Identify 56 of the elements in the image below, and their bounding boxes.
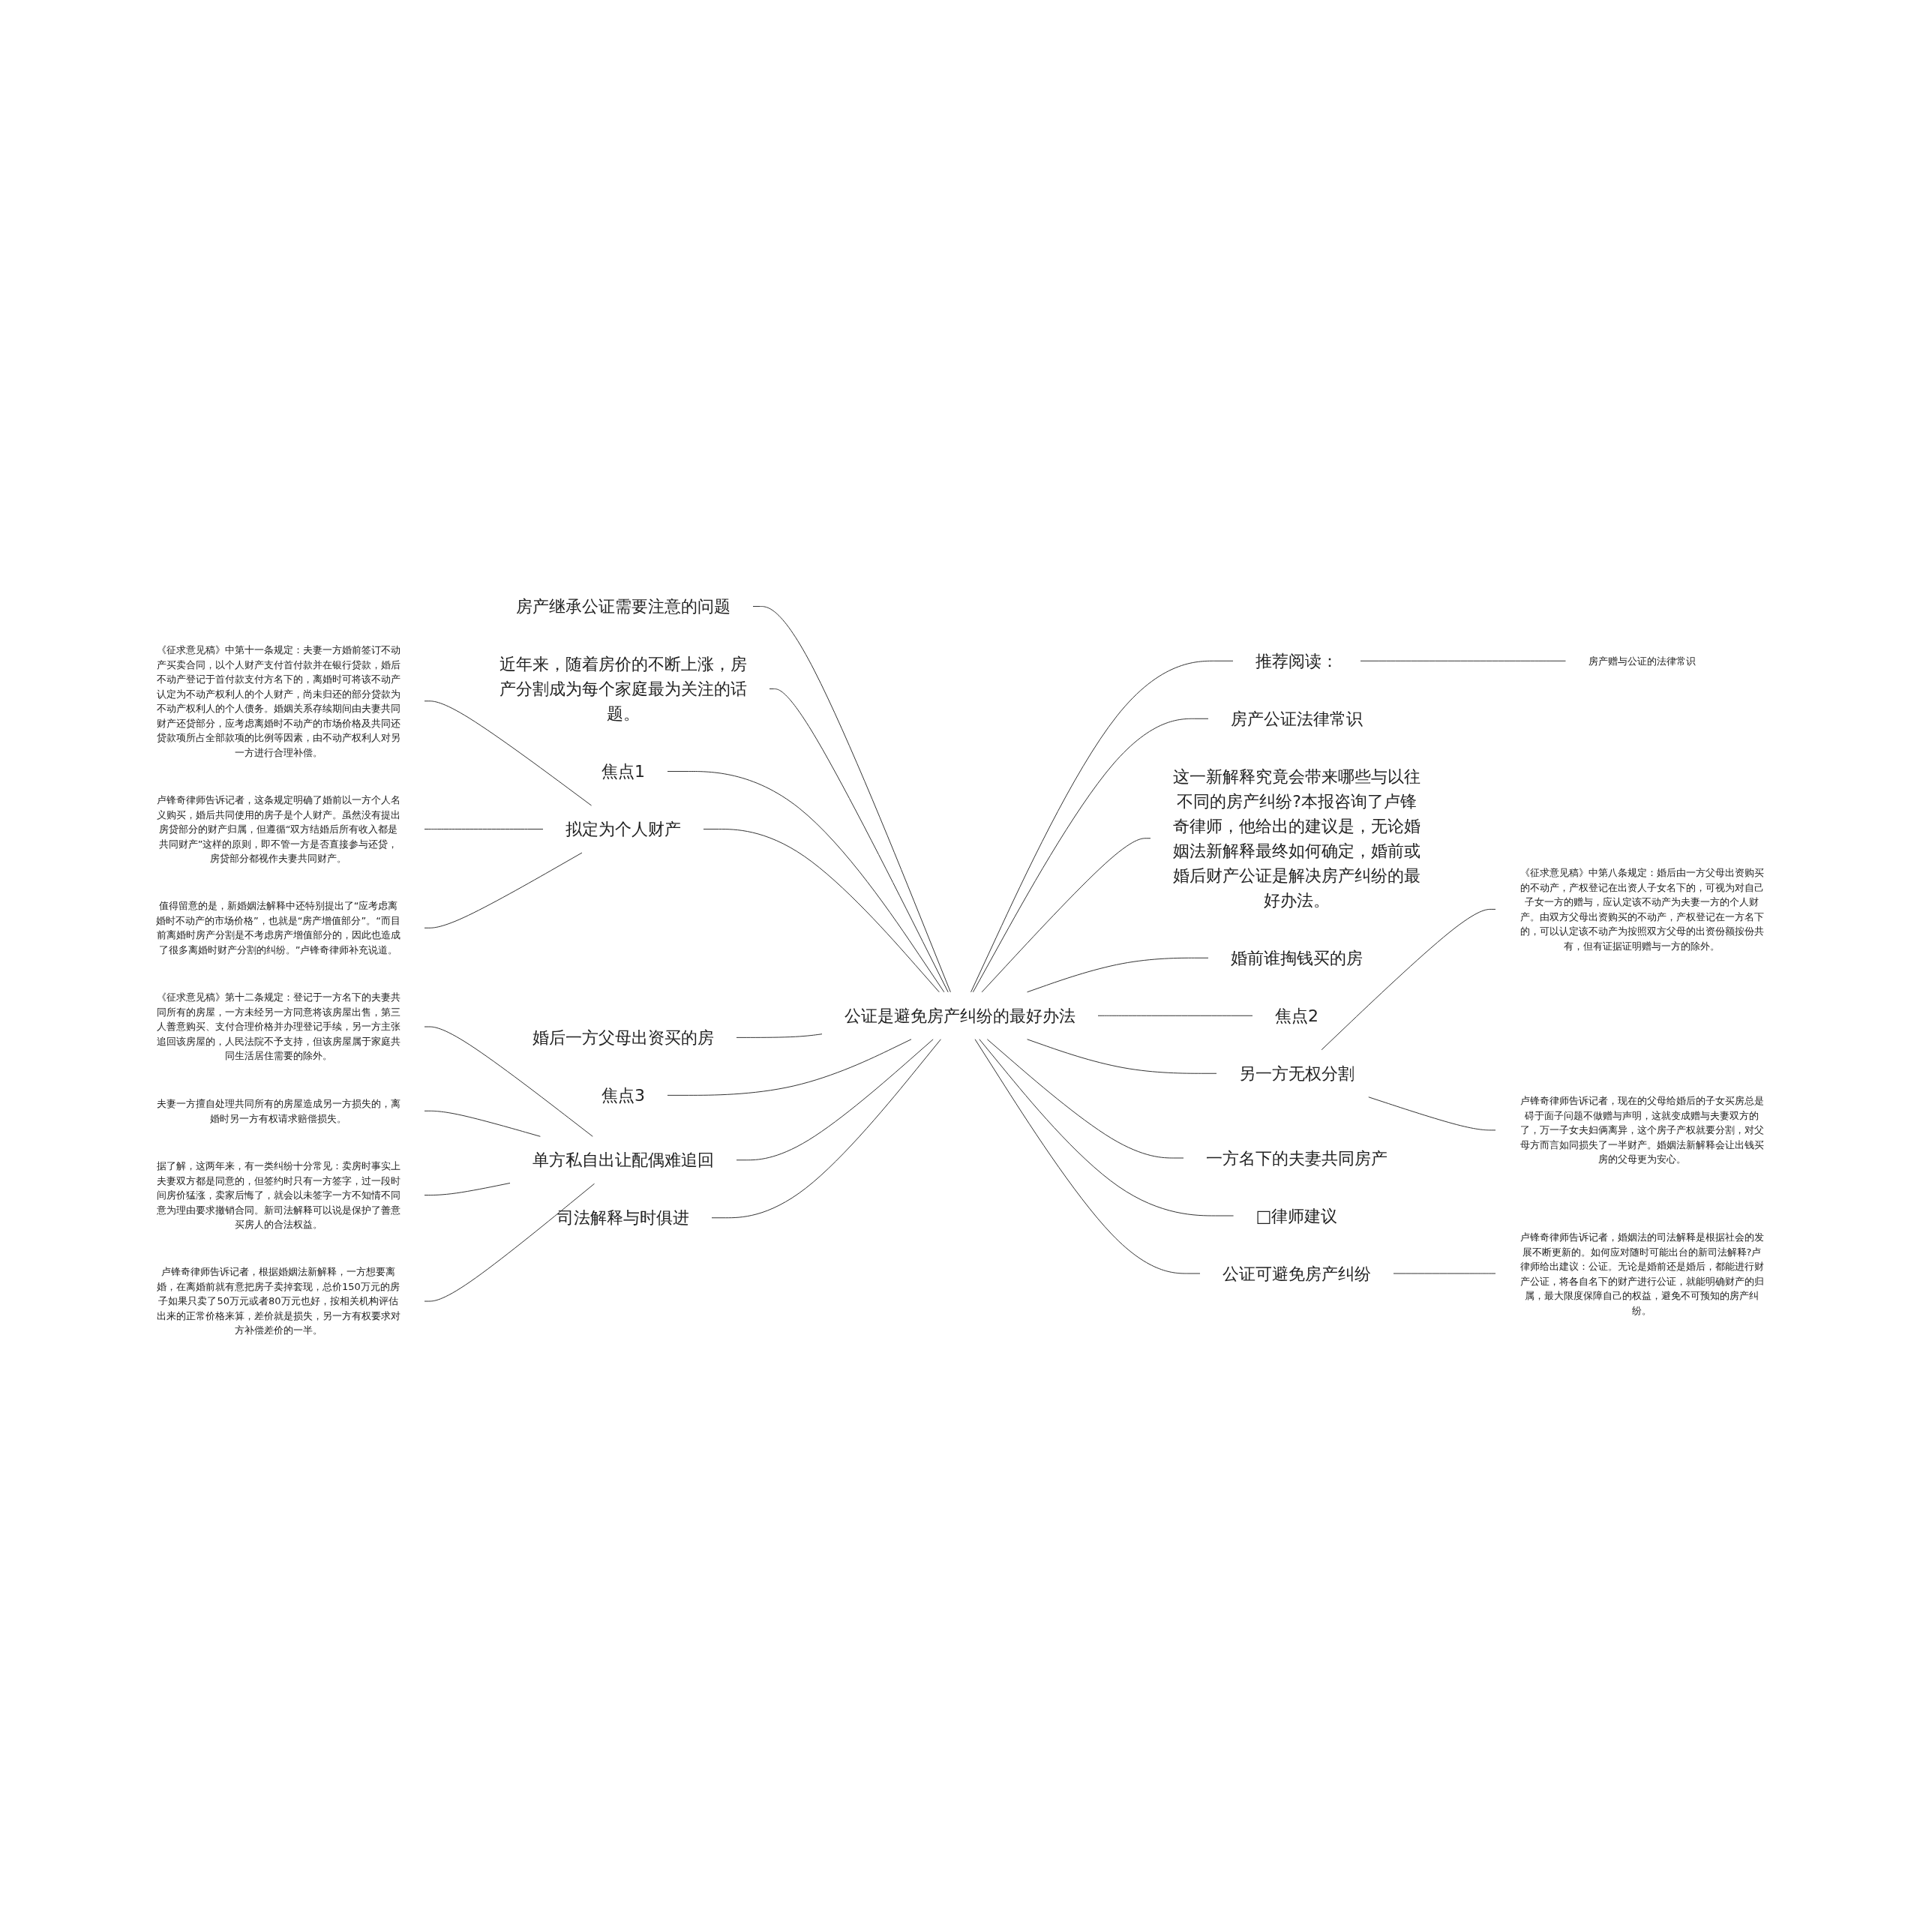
- connector: [424, 1110, 541, 1137]
- connector: [1027, 957, 1209, 993]
- node-text: 《征求意见稿》中第十一条规定：夫妻一方婚前签订不动产买卖合同，以个人财产支付首付款并在银行贷款，婚后不动产登记于首付款支付方名下的，离婚时可将该不动产认定为不动产权利人的个人财产，尚未归还的部分贷款为不动产权利人的个人债务。婚姻关系存续期间由夫妻共同财产还贷部分，应考虑离婚时不动产的市场价格及共同还贷款项所占全部款项的比例等因素，由不动产权利人对另一方进行合理补偿。: [156, 644, 400, 758]
- connector: [424, 1183, 595, 1302]
- connector: [424, 852, 583, 928]
- node-text: □律师建议: [1256, 1206, 1338, 1226]
- node-text: 卢锋奇律师告诉记者，婚姻法的司法解释是根据社会的发展不断更新的。如何应对随时可能出台的新司法解释?卢律师给出建议：公证。无论是婚前还是婚后，都能进行财产公证，将各自名下的财产进行公证，就能明确财产的归属，最大限度保障自己的权益，避免不可预知的房产纠纷。: [1520, 1231, 1764, 1316]
- node-text: 据了解，这两年来，有一类纠纷十分常见：卖房时事实上夫妻双方都是同意的，但签约时只有一方签字，过一段时间房价猛涨，卖家后悔了，就会以未签字一方不知情不同意为理由要求撤销合同。新司法解释可以说是保护了善意买房人的合法权益。: [156, 1160, 400, 1230]
- node-text: 婚后一方父母出资买的房: [532, 1028, 714, 1047]
- node-text: 卢锋奇律师告诉记者，根据婚姻法新解释，一方想要离婚，在离婚前就有意把房子卖掉套现，总价150万元的房子如果只卖了50万元或者80万元也好，按相关机构评估出来的正常价格来算，差价就是损失，另一方有权要求对方补偿差价的一半。: [156, 1266, 400, 1336]
- connector: [972, 718, 1209, 993]
- connector: [703, 829, 940, 993]
- connector: [711, 1039, 941, 1219]
- node-text: 《征求意见稿》第十二条规定：登记于一方名下的夫妻共同所有的房屋，一方未经另一方同意将该房屋出售，第三人善意购买、支付合理价格并办理登记手续，另一方主张追回该房屋的，人民法院不予支持，但该房屋属于家庭共同生活居住需要的除外。: [156, 992, 400, 1062]
- node-text: 房产继承公证需要注意的问题: [516, 597, 730, 616]
- node-text: 这一新解释究竟会带来哪些与以往不同的房产纠纷?本报咨询了卢锋奇律师，他给出的建议是，无论婚姻法新解释最终如何确定，婚前或婚后财产公证是解决房产纠纷的最好办法。: [1173, 766, 1420, 910]
- connector: [981, 838, 1151, 993]
- node-text: 近年来，随着房价的不断上涨，房产分割成为每个家庭最为关注的话题。: [500, 655, 747, 724]
- node-text: 婚前谁掏钱买的房: [1231, 948, 1363, 968]
- node-text: 司法解释与时俱进: [557, 1208, 689, 1228]
- connector: [667, 1039, 912, 1096]
- node-text: 另一方无权分割: [1239, 1064, 1354, 1083]
- connector: [424, 1183, 511, 1196]
- connector: [752, 606, 951, 993]
- connector: [974, 1039, 1201, 1274]
- node-text: 卢锋奇律师告诉记者，这条规定明确了婚前以一方个人名义购买，婚后共同使用的房子是个人财产。虽然没有提出房贷部分的财产归属，但遵循“双方结婚后所有收入都是共同财产”这样的原则，即不管一方是否直接参与还贷，房贷部分都视作夫妻共同财产。: [156, 794, 400, 864]
- connector: [986, 1039, 1184, 1159]
- node-text: 夫妻一方擅自处理共同所有的房屋造成另一方损失的，离婚时另一方有权请求赔偿损失。: [156, 1097, 400, 1124]
- node-text: 推荐阅读：: [1256, 651, 1338, 670]
- connector: [1321, 909, 1496, 1051]
- node-text: 焦点3: [602, 1086, 645, 1105]
- node-text: 焦点2: [1275, 1006, 1318, 1025]
- connector: [1360, 660, 1566, 662]
- connector: [424, 829, 544, 830]
- connector: [1027, 1039, 1217, 1074]
- connector: [769, 688, 949, 993]
- connector: [736, 1039, 934, 1161]
- node-text: 值得留意的是，新婚姻法解释中还特别提出了“应考虑离婚时不动产的市场价格”，也就是“房产增值部分”。“而目前离婚时房产分割是不考虑房产增值部分的，因此也造成了很多离婚时财产分割的纠纷。”卢锋奇律师补充说道。: [156, 900, 400, 956]
- node-text: 房产公证法律常识: [1231, 709, 1363, 728]
- node-text: 《征求意见稿》中第八条规定：婚后由一方父母出资购买的不动产，产权登记在出资人子女名下的，可视为对自己子女一方的赠与，应认定该不动产为夫妻一方的个人财产。由双方父母出资购买的不动产，产权登记在一方名下的，可以认定该不动产为按照双方父母的出资份额按份共有，但有证据证明赠与一方的除外。: [1520, 867, 1764, 952]
- node-text: 房产赠与公证的法律常识: [1588, 655, 1696, 667]
- connector: [736, 1034, 823, 1038]
- node-text: 公证是避免房产纠纷的最好办法: [844, 1006, 1076, 1025]
- node-text: 一方名下的夫妻共同房产: [1206, 1148, 1388, 1168]
- node-text: 卢锋奇律师告诉记者，现在的父母给婚后的子女买房总是碍于面子问题不做赠与声明，这就变成赠与夫妻双方的了，万一子女夫妇俩离异，这个房子产权就要分割，对父母方而言如同损失了一半财产。婚姻法新解释会让出钱买房的父母更为安心。: [1520, 1095, 1764, 1166]
- node-text: 拟定为个人财产: [566, 820, 681, 839]
- node-text: 单方私自出让配偶难追回: [532, 1150, 714, 1170]
- connector: [979, 1039, 1234, 1216]
- connector: [424, 1026, 593, 1137]
- connector: [667, 771, 945, 993]
- connector: [970, 660, 1234, 993]
- connector: [1097, 1015, 1253, 1016]
- connector: [424, 700, 592, 806]
- node-text: 焦点1: [602, 762, 645, 782]
- node-text: 公证可避免房产纠纷: [1222, 1264, 1371, 1283]
- connector: [1368, 1096, 1496, 1131]
